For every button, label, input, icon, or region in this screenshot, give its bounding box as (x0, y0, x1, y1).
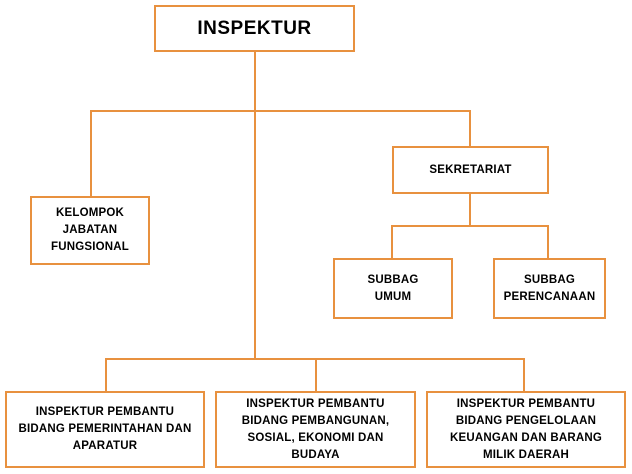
node-inspektur-label: INSPEKTUR (197, 17, 312, 39)
node-sekretariat: SEKRETARIAT (392, 146, 549, 194)
node-inspektur: INSPEKTUR (154, 5, 355, 52)
node-sekretariat-label: SEKRETARIAT (429, 163, 512, 176)
